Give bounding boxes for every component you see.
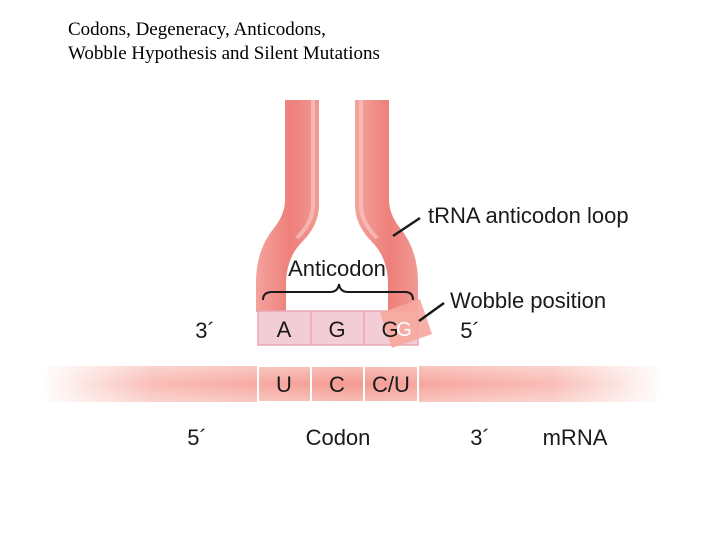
anticodon-label: Anticodon xyxy=(288,256,386,281)
codon-label: Codon xyxy=(306,425,371,450)
slide-title-line-1: Codons, Degeneracy, Anticodons, xyxy=(68,19,326,40)
mrna-5-prime: 5´ xyxy=(187,425,207,450)
anticodon-base-3: G xyxy=(381,317,398,342)
trna-label: tRNA anticodon loop xyxy=(428,203,629,228)
codon-base-2: C xyxy=(329,372,345,397)
slide-title: Codons, Degeneracy, Anticodons, Wobble H… xyxy=(68,18,380,66)
slide-title-line-2: Wobble Hypothesis and Silent Mutations xyxy=(68,43,380,64)
trna-3-prime: 3´ xyxy=(195,318,215,343)
anticodon-base-2: G xyxy=(328,317,345,342)
codon-base-1: U xyxy=(276,372,292,397)
mrna-3-prime: 3´ xyxy=(470,425,490,450)
trna-anticodon-loop xyxy=(256,100,418,312)
anticodon-base-1: A xyxy=(277,317,292,342)
anticodon-bracket xyxy=(262,283,414,301)
mrna-label: mRNA xyxy=(543,425,608,450)
wobble-base-tab: G xyxy=(380,299,432,348)
codon-boxes xyxy=(257,365,419,403)
wobble-label-leader xyxy=(418,301,445,323)
trna-label-leader xyxy=(392,216,421,238)
trna-5-prime: 5´ xyxy=(460,318,480,343)
codon-base-3: C/U xyxy=(372,372,410,397)
wobble-label: Wobble position xyxy=(450,288,606,313)
wobble-alt-base: G xyxy=(396,319,412,341)
mrna-strand xyxy=(40,366,665,402)
